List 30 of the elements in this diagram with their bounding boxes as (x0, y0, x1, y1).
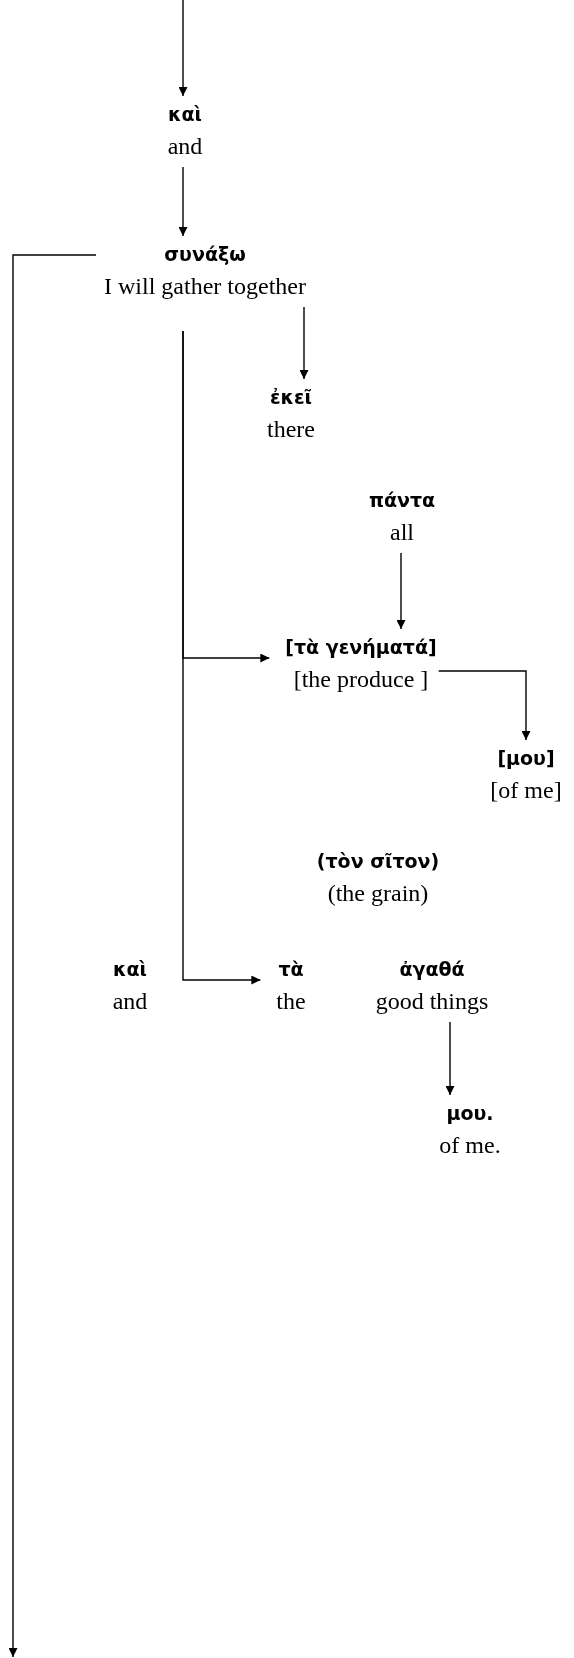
arrow (178, 0, 188, 97)
arrow (299, 306, 309, 380)
greek-word: συνάξω (164, 242, 246, 267)
english-gloss: [the produce ] (293, 665, 429, 694)
arrow (178, 166, 188, 237)
greek-word: [μου] (497, 746, 555, 771)
greek-word: (τὸν σῖτον) (316, 849, 440, 874)
greek-word: τὰ (278, 957, 304, 982)
english-gloss: good things (375, 987, 489, 1016)
english-gloss: there (267, 415, 315, 444)
greek-word: μου. (446, 1101, 494, 1126)
arrow (182, 330, 262, 985)
greek-word: καὶ (168, 102, 202, 127)
arrow (396, 552, 406, 630)
english-gloss: and (167, 132, 203, 161)
arrow (438, 670, 531, 741)
english-gloss: I will gather together (104, 272, 306, 301)
greek-word: πάντα (368, 488, 436, 513)
english-gloss: and (112, 987, 148, 1016)
greek-word: ἀγαθά (399, 957, 465, 982)
arrow (445, 1021, 455, 1096)
greek-word: ἐκεῖ (269, 385, 313, 410)
english-gloss: the (276, 987, 306, 1016)
english-gloss: [of me] (490, 776, 562, 805)
greek-word: καὶ (113, 957, 147, 982)
english-gloss: (the grain) (327, 879, 429, 908)
greek-word: [τὰ γενήματά] (285, 635, 437, 660)
english-gloss: all (390, 518, 414, 547)
english-gloss: of me. (439, 1131, 501, 1160)
arrow (8, 254, 97, 1658)
